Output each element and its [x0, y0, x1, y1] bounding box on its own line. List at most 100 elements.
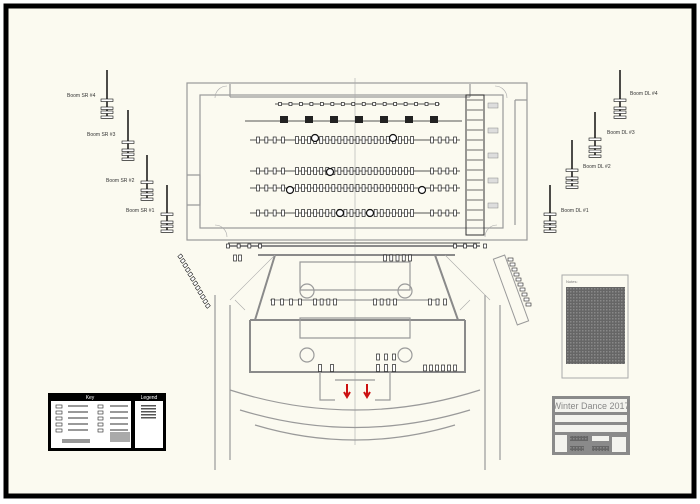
boom-label: Boom DL #1 — [561, 208, 589, 214]
lighting-fixture — [385, 209, 390, 217]
key-symbol — [55, 410, 63, 415]
legend-title: Legend — [141, 395, 158, 401]
lighting-fixture — [295, 209, 299, 217]
boom-fixture — [140, 197, 154, 201]
boom-label: Boom DL #2 — [583, 164, 611, 170]
lighting-fixture — [318, 364, 322, 372]
lighting-fixture — [288, 102, 293, 106]
cyc-light — [405, 116, 413, 123]
lighting-fixture — [445, 167, 450, 175]
key-text — [110, 429, 128, 431]
lighting-fixture — [392, 364, 396, 372]
lighting-fixture — [430, 167, 434, 175]
key-text — [110, 411, 128, 413]
boom-fixture — [588, 145, 602, 149]
boom-fixture — [121, 152, 135, 156]
boom-sr-1: Boom SR #1 — [126, 185, 174, 233]
lighting-fixture — [391, 209, 396, 217]
boom-fixture — [121, 157, 135, 161]
lighting-fixture — [435, 364, 439, 372]
lighting-fixture — [361, 102, 366, 106]
lighting-fixture — [410, 136, 414, 144]
followspot — [285, 185, 295, 195]
lighting-fixture — [414, 102, 418, 106]
lighting-fixture — [393, 298, 397, 306]
lighting-fixture — [258, 243, 262, 249]
lighting-fixture — [379, 136, 384, 144]
lighting-fixture — [204, 303, 211, 309]
lighting-fixture — [301, 136, 305, 144]
title-block: Winter Dance 2017 — [552, 396, 630, 455]
lighting-fixture — [313, 209, 318, 217]
arrow-marker — [343, 384, 351, 399]
lighting-fixture — [404, 136, 408, 144]
lighting-fixture — [295, 136, 299, 144]
lighting-fixture — [507, 257, 514, 262]
boom-fixture — [565, 168, 579, 172]
cyc-light — [380, 116, 388, 123]
lighting-fixture — [301, 209, 305, 217]
lighting-fixture — [361, 209, 366, 217]
lighting-fixture — [340, 102, 345, 106]
lighting-fixture — [298, 298, 302, 306]
lighting-fixture — [337, 184, 342, 192]
lighting-fixture — [226, 243, 230, 249]
key-symbol — [55, 428, 63, 433]
boom-fixture — [100, 115, 114, 119]
key-panel: Key Legend — [48, 393, 166, 451]
lighting-fixture — [521, 292, 528, 297]
boom-fixture — [613, 115, 627, 119]
lighting-fixture — [264, 184, 269, 192]
followspot — [335, 208, 345, 218]
boom-fixture — [121, 140, 135, 144]
boom-fixture — [100, 98, 114, 102]
lighting-fixture — [289, 298, 293, 306]
lighting-fixture — [233, 254, 237, 262]
boom-fixture — [160, 224, 174, 228]
lighting-fixture — [519, 287, 526, 292]
lighting-fixture — [523, 297, 530, 302]
arrow-marker — [363, 384, 371, 399]
lighting-fixture — [179, 258, 186, 264]
lighting-fixture — [443, 298, 447, 306]
show-title: Winter Dance 2017 — [552, 401, 629, 411]
key-title: Key — [86, 395, 95, 401]
boom-sr-4: Boom SR #4 — [67, 70, 114, 119]
boom-fixture — [543, 229, 557, 233]
lighting-fixture — [326, 298, 331, 306]
lighting-fixture — [445, 136, 450, 144]
lighting-fixture — [395, 254, 400, 262]
boom-fixture — [588, 149, 602, 153]
lighting-fixture — [509, 262, 516, 267]
lighting-fixture — [361, 136, 366, 144]
lighting-fixture — [343, 209, 348, 217]
lighting-fixture — [445, 209, 450, 217]
lighting-fixture — [430, 209, 434, 217]
lighting-fixture — [295, 184, 299, 192]
lighting-fixture — [517, 282, 524, 287]
lighting-fixture — [319, 167, 324, 175]
lighting-fixture — [256, 136, 260, 144]
side-light — [487, 102, 499, 109]
lighting-fixture — [272, 184, 277, 192]
notes-area — [566, 287, 625, 364]
lighting-fixture — [202, 298, 209, 305]
lighting-fixture — [351, 102, 356, 106]
legend-entry — [141, 414, 156, 416]
cyc-light — [355, 116, 363, 123]
boom-label: Boom DL #3 — [607, 130, 635, 136]
lighting-fixture — [367, 167, 372, 175]
boom-dl-3: Boom DL #3 — [588, 112, 635, 158]
lighting-fixture — [361, 167, 366, 175]
boom-fixture — [543, 220, 557, 224]
boom-fixture — [100, 106, 114, 110]
lighting-fixture — [423, 364, 427, 372]
lighting-fixture — [272, 136, 277, 144]
legend-entry — [141, 417, 156, 419]
boom-label: Boom SR #1 — [126, 208, 155, 214]
lighting-fixture — [256, 184, 260, 192]
lighting-fixture — [376, 364, 380, 372]
boom-fixture — [140, 192, 154, 196]
cyc-light — [305, 116, 313, 123]
